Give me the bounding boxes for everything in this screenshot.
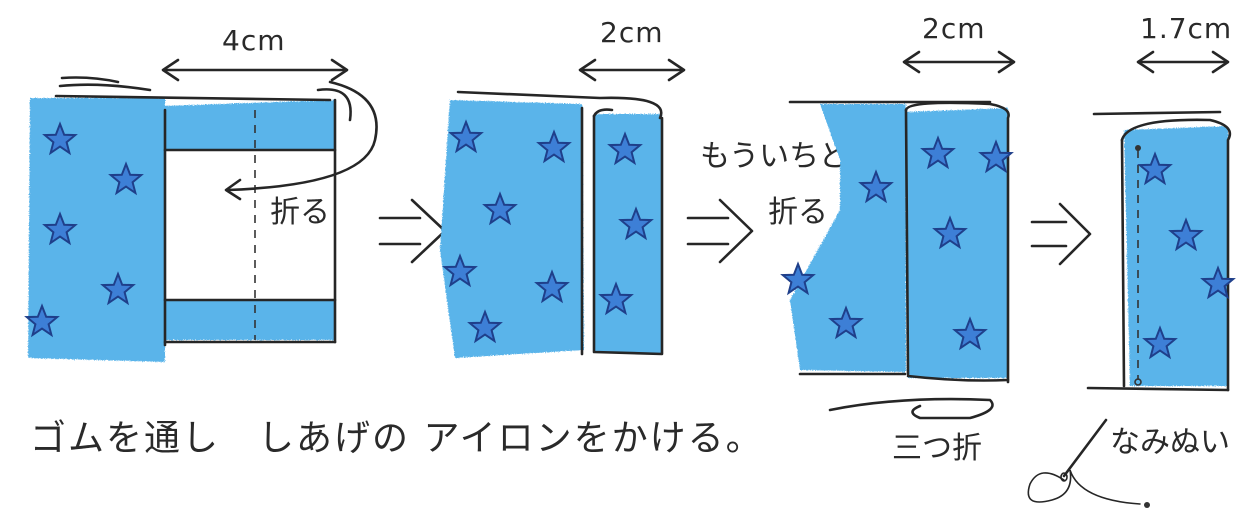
double-headed-arrow-icon <box>1136 50 1230 74</box>
step1-note: 折る <box>270 195 330 230</box>
step3-measurement: 2cm <box>922 12 985 45</box>
double-headed-arrow-icon <box>578 58 686 82</box>
step1-measurement: 4cm <box>222 24 285 57</box>
next-arrow <box>1030 202 1092 266</box>
next-arrow <box>378 198 447 264</box>
double-headed-arrow-icon <box>161 58 349 82</box>
fabric-panel <box>28 98 335 362</box>
fold-curve-icon <box>828 397 994 420</box>
step3-note-line2: 折る <box>768 195 828 230</box>
step-4: 1.7cm なみぬい <box>1027 12 1235 508</box>
fold-curve-icon <box>224 80 378 201</box>
step-3: 2cm もういちど、 折る 三つ折 <box>700 12 1016 466</box>
step4-measurement: 1.7cm <box>1140 12 1232 45</box>
double-headed-arrow-icon <box>902 50 1016 74</box>
step-2: 2cm <box>440 16 686 358</box>
step-1: 4cm 折る <box>25 24 378 362</box>
needle-icon <box>1060 418 1108 482</box>
step2-measurement: 2cm <box>600 16 663 49</box>
fabric-panel <box>1124 126 1228 386</box>
step3-note-below: 三つ折 <box>892 431 982 466</box>
step4-note-below: なみぬい <box>1110 425 1230 460</box>
next-arrow <box>686 198 754 264</box>
thread-icon <box>1027 469 1150 508</box>
bottom-caption: ゴムを通し しあげの アイロンをかける。 <box>30 418 764 459</box>
